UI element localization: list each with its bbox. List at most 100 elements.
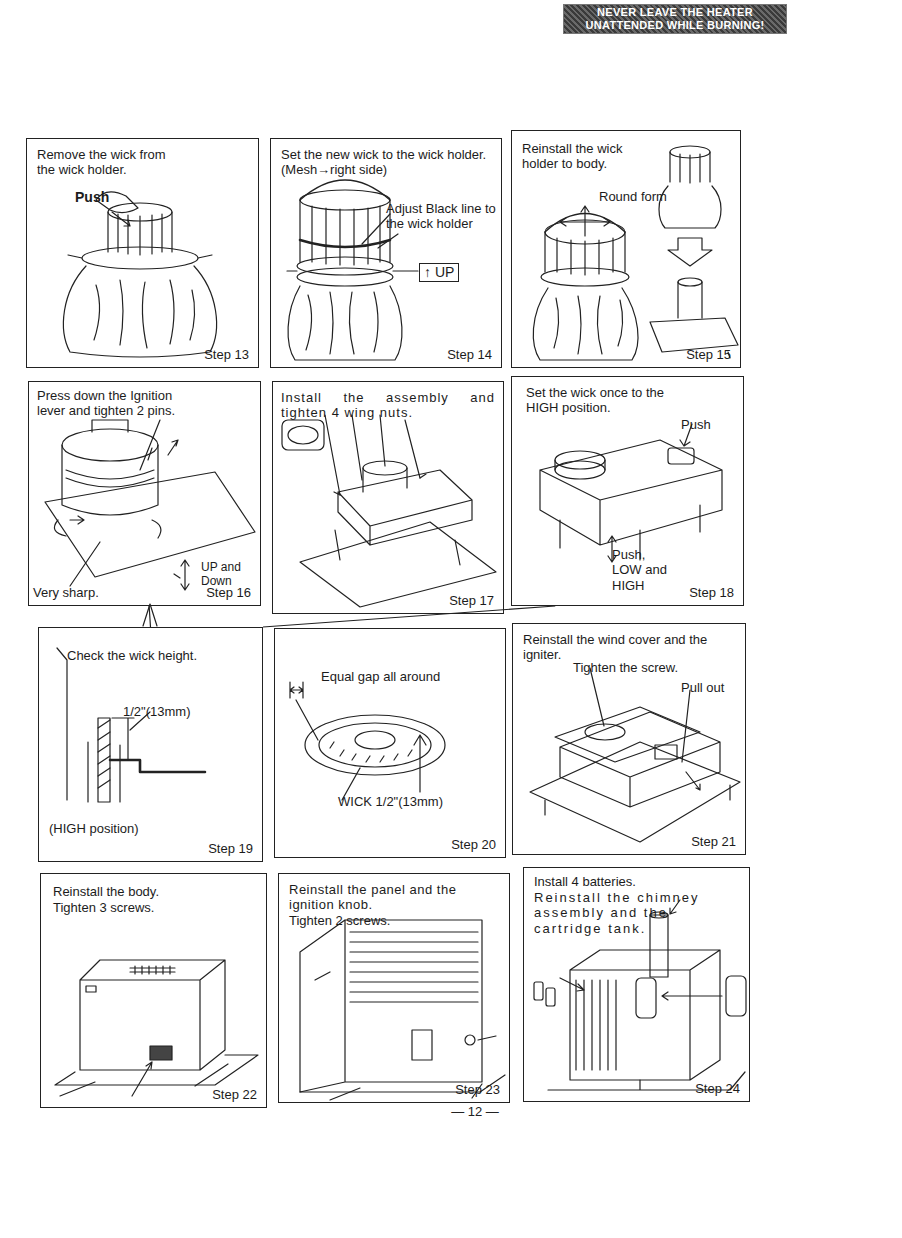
ignition-lever-drawing — [62, 429, 158, 461]
instruction-text: Set the wick once to the HIGH position. — [526, 385, 666, 416]
callout-text: Equal gap all around — [321, 669, 440, 684]
reinstall-holder-drawing — [650, 282, 738, 358]
new-wick-drawing — [300, 200, 390, 265]
panel-drawing — [465, 1035, 475, 1045]
assembly-drawing — [282, 420, 324, 450]
ignition-lever-drawing — [54, 516, 160, 538]
instruction-text: Reinstall the panel and the ignition kno… — [289, 882, 503, 913]
callout-text: Push — [681, 417, 711, 432]
step-panel: Install 4 batteries.Reinstall the chimne… — [523, 867, 750, 1102]
heater-body-drawing — [55, 960, 258, 1096]
heater-body-drawing — [60, 1062, 228, 1096]
ignition-lever-drawing — [62, 445, 158, 515]
reinstall-holder-drawing — [678, 278, 702, 286]
new-wick-drawing — [300, 240, 390, 247]
wind-cover-drawing — [655, 745, 677, 759]
wick-holder-drawing — [94, 280, 195, 348]
assembly-drawing — [334, 474, 460, 565]
reinstall-holder-drawing — [533, 146, 738, 360]
gap-drawing — [330, 742, 412, 762]
heater-body-drawing — [86, 986, 96, 992]
ignition-lever-drawing — [66, 470, 154, 487]
step-panel: Install the assembly and tighten 4 wing … — [272, 381, 504, 614]
panel-drawing — [412, 1030, 432, 1060]
callout-text: WICK 1/2"(13mm) — [338, 794, 443, 809]
wick-holder-drawing — [63, 192, 216, 357]
callout-text: Pull out — [681, 680, 724, 695]
step-number: Step 13 — [204, 347, 249, 362]
reinstall-holder-drawing — [560, 206, 610, 236]
battery-tank-drawing — [534, 982, 543, 1000]
wind-cover-drawing — [585, 724, 625, 740]
heater-body-drawing — [55, 1055, 258, 1085]
step-panel: Press down the Ignition lever and tighte… — [28, 381, 261, 606]
battery-tank-drawing — [560, 978, 584, 991]
instruction-text: Remove the wick from the wick holder. — [37, 147, 172, 178]
callout-box: ↑ UP — [419, 263, 459, 282]
reinstall-holder-drawing — [533, 288, 638, 360]
ignition-lever-drawing — [140, 420, 178, 470]
step-panel: Set the new wick to the wick holder. (Me… — [270, 138, 502, 368]
wick-height-drawing — [88, 742, 120, 802]
panel-drawing — [300, 920, 482, 1092]
battery-tank-drawing — [570, 950, 720, 1080]
instruction-text: Reinstall the body. — [53, 884, 253, 899]
callout-text: 1/2"(13mm) — [123, 704, 190, 719]
gap-drawing — [355, 731, 395, 749]
wick-holder-drawing — [63, 266, 216, 357]
callout-text: Push — [75, 189, 109, 206]
step-number: Step 17 — [449, 593, 494, 608]
wind-cover-drawing — [545, 785, 730, 815]
step-number: Step 22 — [212, 1087, 257, 1102]
reinstall-holder-drawing — [659, 186, 721, 228]
step-panel: Reinstall the wind cover and the igniter… — [512, 623, 746, 855]
battery-tank-drawing — [546, 988, 555, 1006]
step-panel: Reinstall the body.Tighten 3 screws.Step… — [40, 873, 267, 1108]
gap-drawing — [305, 715, 445, 775]
step-number: Step 14 — [447, 347, 492, 362]
step-panel: Remove the wick from the wick holder. Pus… — [26, 138, 259, 368]
step-panel: Equal gap all aroundWICK 1/2"(13mm) Step … — [274, 628, 506, 858]
instruction-text: Press down the Ignition lever and tighte… — [37, 388, 202, 419]
instruction-text: Install 4 batteries. — [534, 874, 742, 889]
wind-cover-drawing — [530, 742, 740, 842]
ignition-lever-drawing — [143, 604, 157, 626]
step-number: Step 15 — [686, 347, 731, 362]
new-wick-drawing — [297, 268, 393, 286]
step-number: Step 21 — [691, 834, 736, 849]
panel-drawing — [300, 920, 505, 1100]
ignition-lever-drawing — [92, 420, 128, 432]
wick-height-drawing — [57, 648, 67, 800]
wick-height-drawing — [57, 648, 205, 802]
reinstall-holder-drawing — [668, 238, 712, 266]
new-wick-drawing — [287, 270, 418, 271]
callout-text: Push, LOW and HIGH — [612, 547, 676, 593]
page-number: — 12 — — [440, 1104, 510, 1119]
instruction-text: Tighten 2 screws. — [289, 913, 503, 928]
reinstall-holder-drawing — [541, 268, 629, 286]
heater-body-drawing — [150, 1046, 172, 1060]
step-number: Step 20 — [451, 837, 496, 852]
instruction-text: Reinstall the wind cover and the igniter… — [523, 632, 745, 663]
instruction-text: Check the wick height. — [67, 648, 197, 663]
battery-tank-drawing — [636, 978, 656, 1018]
high-position-drawing — [555, 451, 605, 469]
high-position-drawing — [668, 448, 694, 464]
ignition-lever-drawing — [70, 542, 100, 586]
wind-cover-drawing — [530, 668, 740, 842]
heater-body-drawing — [130, 966, 175, 974]
high-position-drawing — [540, 440, 722, 545]
assembly-drawing — [325, 415, 420, 495]
wick-holder-drawing — [112, 212, 130, 226]
high-position-drawing — [540, 424, 722, 562]
gap-drawing — [290, 682, 303, 698]
gap-drawing — [414, 735, 426, 792]
leader-line — [263, 606, 555, 627]
step-panel: Set the wick once to the HIGH position. P… — [511, 376, 744, 606]
callout-text: Tighten the screw. — [573, 660, 678, 675]
assembly-drawing — [338, 470, 472, 545]
step-number: Step 24 — [695, 1081, 740, 1096]
step-number: Step 18 — [689, 585, 734, 600]
